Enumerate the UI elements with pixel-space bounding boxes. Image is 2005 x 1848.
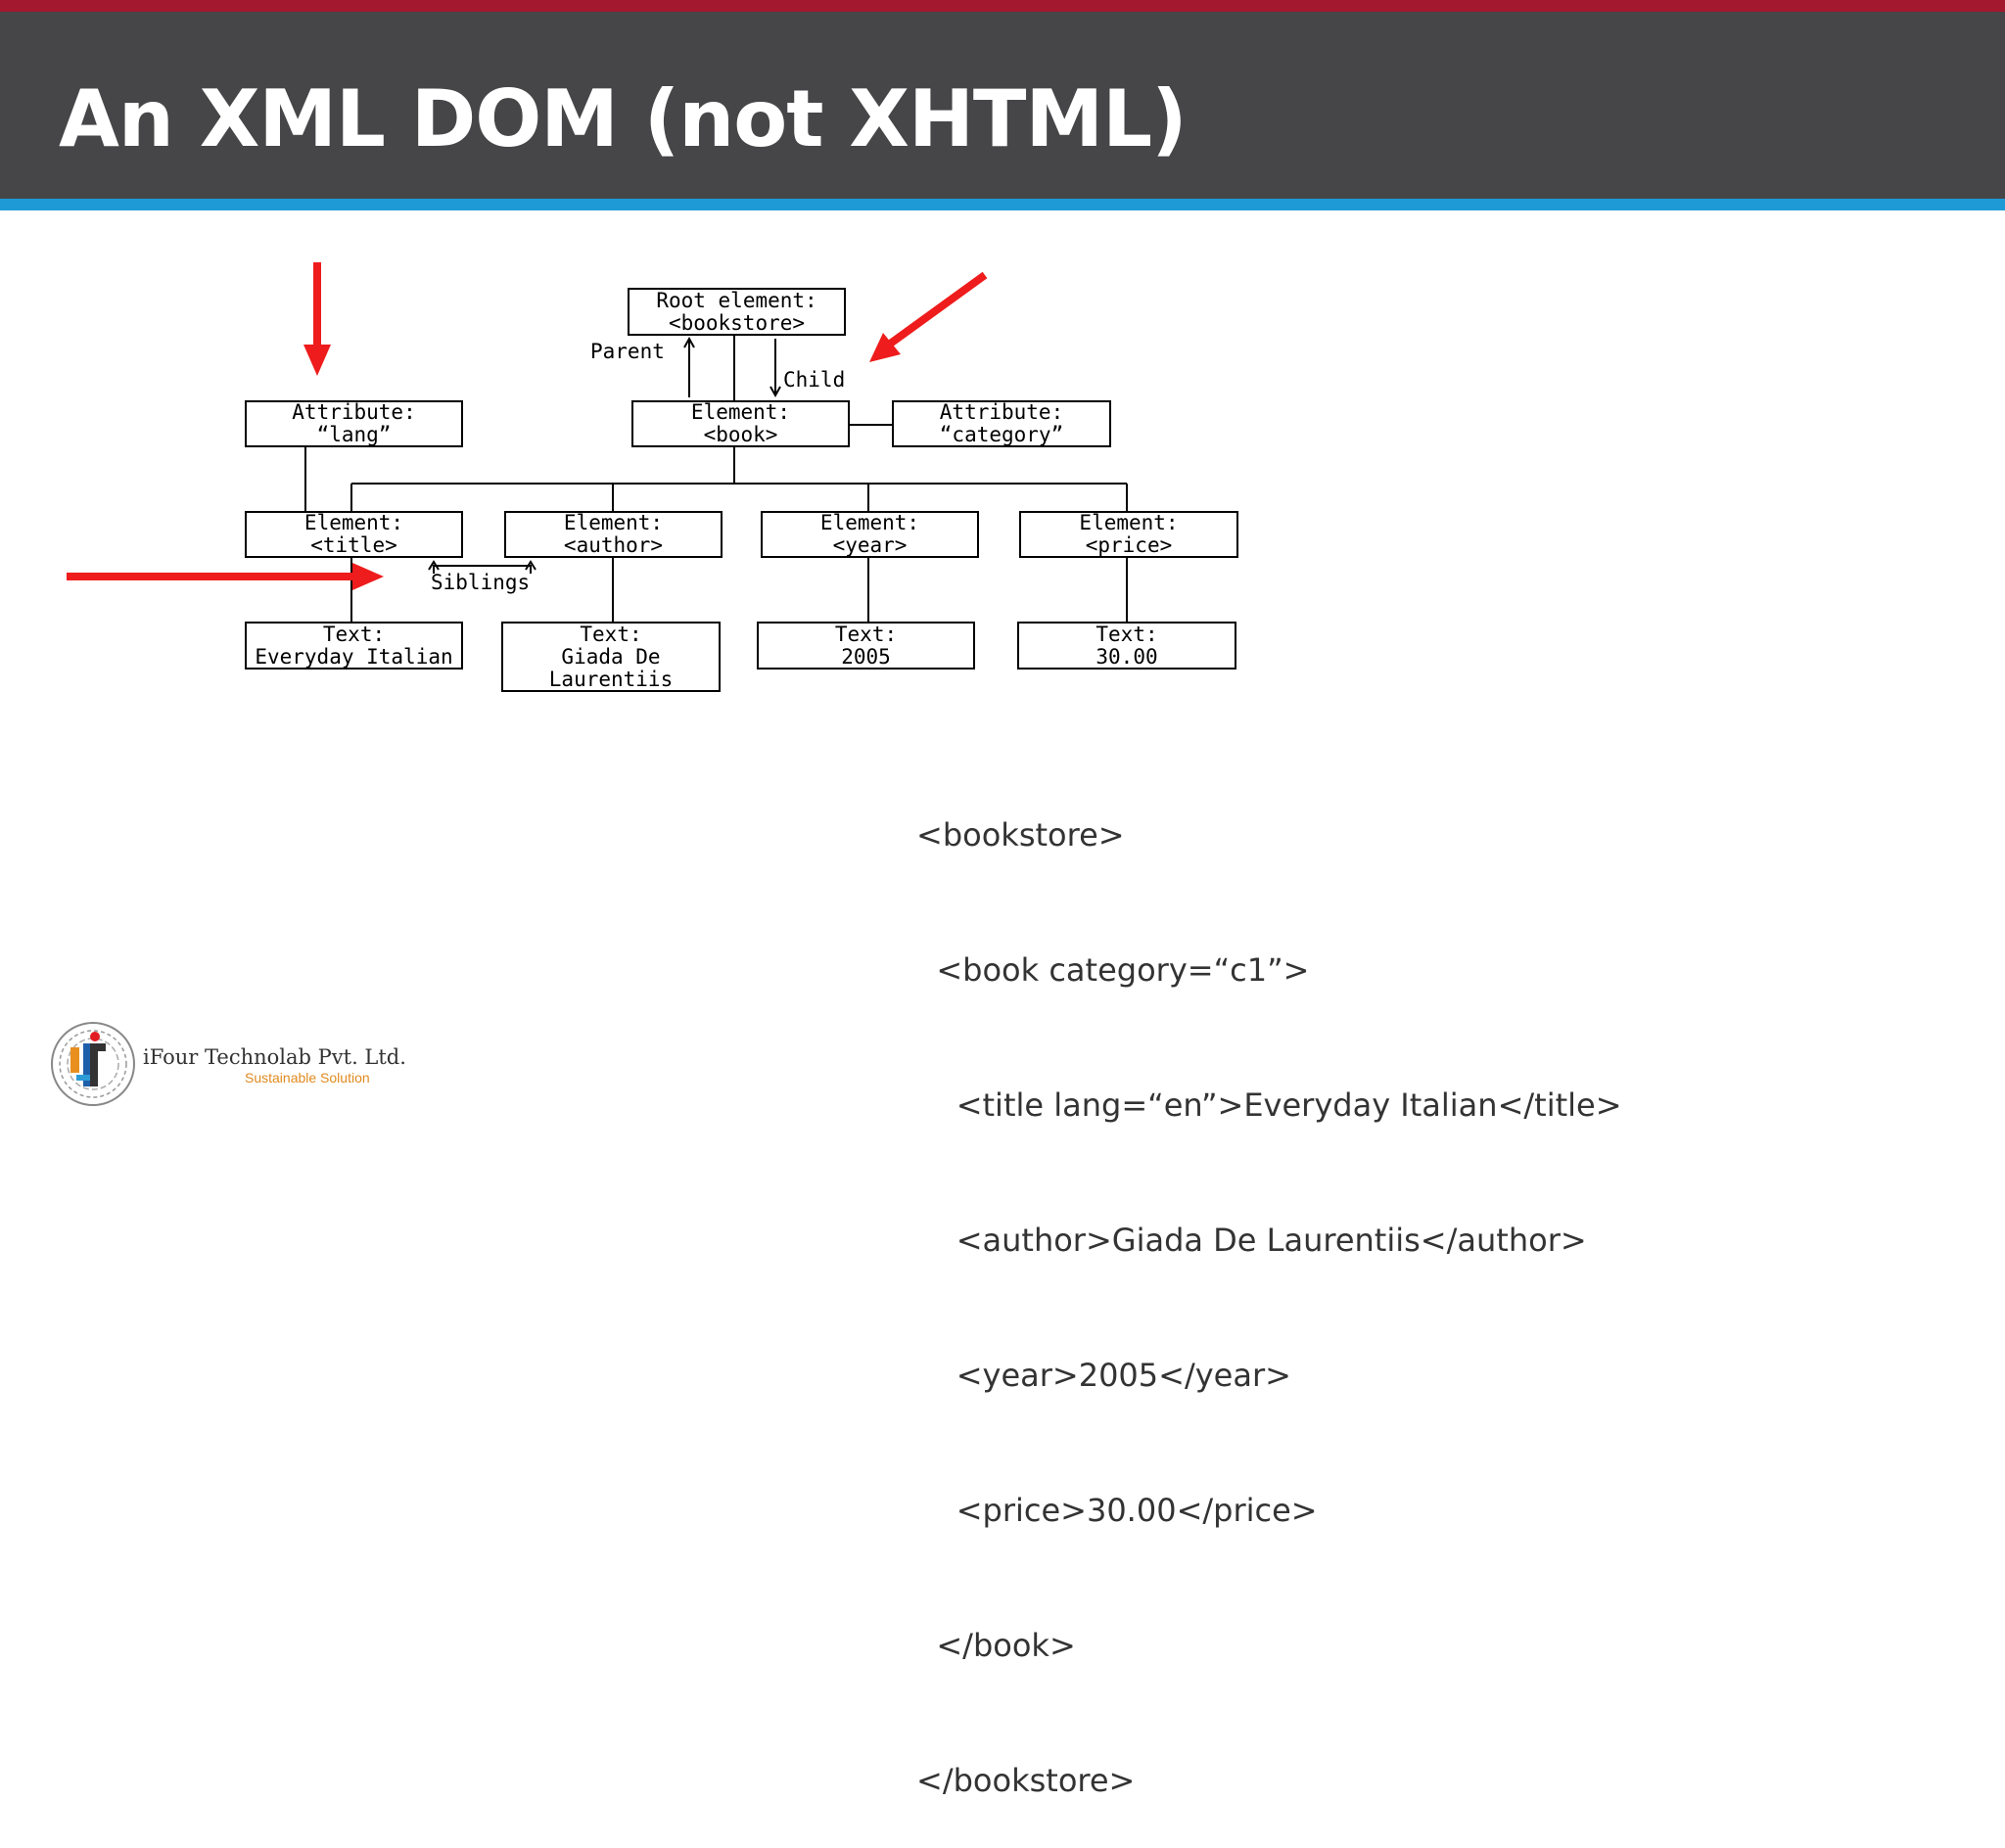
title-text-node: Text: Everyday Italian [245,622,463,670]
code-line: <price>30.00</price> [916,1492,1318,1529]
slide-header: An XML DOM (not XHTML) [0,12,2005,199]
node-value: <price> [1085,533,1173,557]
author-text-node: Text: Giada De Laurentiis [501,622,721,692]
red-arrow-lang-head [303,345,331,376]
node-value: Giada De [561,644,661,669]
node-label: Element: [563,511,664,534]
author-element-node: Element: <author> [504,511,723,558]
red-arrow-title-head [352,563,384,590]
red-arrow-category-head [869,333,901,362]
xml-code-block: <bookstore> <book category=“c1”> <title … [916,722,1622,1848]
node-value: <title> [310,533,397,557]
node-label: Text: [322,622,386,646]
siblings-right-arrowhead [525,560,536,571]
book-element-node: Element: <book> [631,400,850,447]
company-tagline: Sustainable Solution [245,1070,370,1086]
ifour-logo-icon [51,1022,135,1106]
code-line: </bookstore> [916,1762,1136,1799]
category-attribute-node: Attribute: “category” [892,400,1111,447]
node-value: “category” [939,423,1064,446]
code-line: <author>Giada De Laurentiis</author> [916,1222,1587,1259]
node-label: Text: [1096,622,1158,646]
node-value: <book> [703,423,778,446]
dom-tree-connectors [67,262,1128,622]
node-label: Attribute: [939,400,1064,424]
child-label: Child [783,368,846,392]
title-element-node: Element: <title> [245,511,463,558]
year-text-node: Text: 2005 [757,622,975,670]
child-arrowhead [769,386,781,398]
red-arrow-category-shaft [886,271,988,348]
siblings-label: Siblings [431,571,531,594]
parent-label: Parent [590,340,665,363]
price-text-node: Text: 30.00 [1017,622,1236,670]
node-label: Element: [690,400,791,424]
node-label: Text: [834,622,898,646]
siblings-left-arrowhead [428,560,440,571]
code-line: </book> [916,1627,1076,1664]
node-value: 30.00 [1096,644,1158,669]
node-value: 2005 [841,644,891,669]
code-line: <bookstore> [916,816,1125,854]
node-label: Element: [1079,511,1179,534]
code-line: <title lang=“en”>Everyday Italian</title… [916,1086,1622,1124]
node-value: <bookstore> [668,310,806,335]
root-element-node: Root element: <bookstore> [628,288,846,336]
slide-title: An XML DOM (not XHTML) [59,73,1188,164]
node-label: Root element: [656,288,817,312]
year-element-node: Element: <year> [761,511,979,558]
node-value: <author> [563,533,664,557]
node-value: <year> [832,533,908,557]
top-accent-stripe [0,0,2005,12]
node-value: Laurentiis [548,667,674,691]
code-line: <year>2005</year> [916,1357,1291,1394]
price-element-node: Element: <price> [1019,511,1238,558]
node-label: Attribute: [292,400,416,424]
node-value: Everyday Italian [255,644,453,669]
node-label: Element: [303,511,404,534]
lang-attribute-node: Attribute: “lang” [245,400,463,447]
siblings-bracket [433,565,532,574]
header-accent-stripe [0,199,2005,210]
node-label: Text: [580,622,642,646]
code-line: <book category=“c1”> [916,951,1310,989]
node-value: “lang” [316,423,392,446]
company-name: iFour Technolab Pvt. Ltd. [143,1045,406,1069]
parent-arrowhead [683,336,695,348]
node-label: Element: [819,511,920,534]
